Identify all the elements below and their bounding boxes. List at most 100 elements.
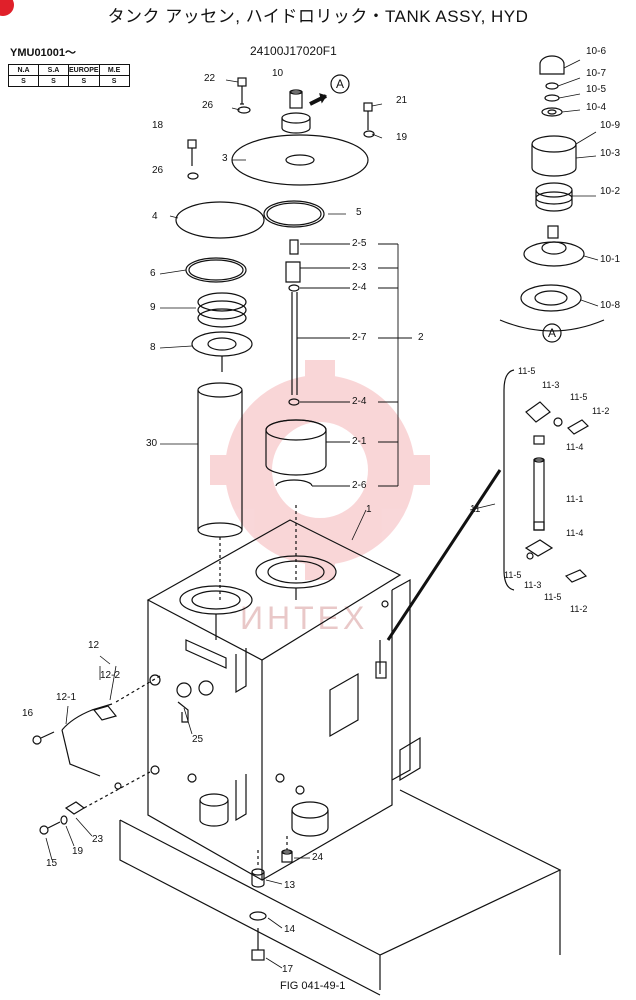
label-18: 18 [152, 120, 164, 131]
label-2-3: 2-3 [352, 262, 367, 273]
page-title: タンク アッセン, ハイドロリック・TANK ASSY, HYD [107, 7, 529, 26]
detail-a-breather [499, 55, 605, 343]
callout-circle-a [330, 74, 350, 94]
washer-19-top [363, 130, 375, 138]
label-11-2-a: 11-2 [592, 406, 610, 416]
label-11-5-a: 11-5 [518, 366, 536, 376]
red-corner-badge [0, 0, 14, 16]
label-2: 2 [418, 332, 424, 343]
sensor-12 [61, 703, 122, 790]
market-value: S [8, 75, 39, 87]
label-23: 23 [92, 834, 104, 845]
label-11-1: 11-1 [566, 494, 584, 504]
label-10: 10 [272, 68, 284, 79]
watermark-text: ИНТЕХ [240, 600, 369, 636]
breather-10 [281, 89, 311, 134]
bolt-15 [39, 821, 61, 835]
gasket-4 [175, 201, 265, 239]
label-30: 30 [146, 438, 158, 449]
tank-body-1 [119, 519, 562, 996]
label-2-4-lower: 2-4 [352, 396, 367, 407]
label-11-3-b: 11-3 [524, 580, 542, 590]
label-leaders [45, 79, 496, 969]
label-2-6: 2-6 [352, 480, 367, 491]
bolt-21 [363, 102, 373, 130]
label-25: 25 [192, 734, 204, 745]
serial-range: YMU01001〜 [10, 47, 77, 59]
label-13: 13 [284, 880, 296, 891]
label-10-7: 10-7 [586, 68, 607, 79]
label-16: 16 [22, 708, 34, 719]
detail-a-letter: A [548, 326, 557, 340]
bolt-16 [32, 731, 55, 745]
spring-9 [197, 292, 247, 328]
label-2-4: 2-4 [352, 282, 367, 293]
label-15: 15 [46, 858, 58, 869]
label-26: 26 [152, 165, 164, 176]
washer-19 [60, 815, 68, 825]
label-11-4-b: 11-4 [566, 528, 584, 538]
label-2-1: 2-1 [352, 436, 367, 447]
clamp-23 [64, 801, 86, 815]
leader-lines-10 [557, 59, 599, 307]
label-24: 24 [312, 852, 324, 863]
watermark-gear [210, 360, 430, 580]
o-ring-6 [185, 257, 247, 283]
label-12-2: 12-2 [100, 670, 121, 681]
o-ring-5 [263, 200, 325, 228]
label-11-2-b: 11-2 [570, 604, 588, 614]
washer-14 [249, 911, 267, 921]
bolt-17 [251, 928, 265, 961]
label-12: 12 [88, 640, 100, 651]
label-19: 19 [72, 846, 84, 857]
label-2-5: 2-5 [352, 238, 367, 249]
bolt-22 [237, 77, 247, 105]
rod-assy-2 [265, 239, 327, 487]
plug-24 [281, 849, 293, 863]
label-11-4-a: 11-4 [566, 442, 584, 452]
detail-11-pointer [386, 469, 502, 641]
market-table: N.A S.A EUROPE M.E S S S S [8, 64, 130, 87]
washer-26 [187, 172, 199, 180]
label-11-5-d: 11-5 [544, 592, 562, 602]
part-number: 24100J17020F1 [250, 44, 337, 58]
valve-8 [191, 331, 253, 372]
label-6: 6 [150, 268, 156, 279]
label-5: 5 [356, 207, 362, 218]
label-1: 1 [366, 504, 372, 515]
plug-25 [176, 680, 214, 723]
label-10-8: 10-8 [600, 300, 621, 311]
label-8: 8 [150, 342, 156, 353]
market-value-row: S S S S [8, 75, 130, 87]
label-10-5: 10-5 [586, 84, 607, 95]
label-11-5-b: 11-5 [570, 392, 588, 402]
label-11: 11 [470, 504, 481, 515]
detail-11-linkage [503, 369, 589, 591]
label-19-top: 19 [396, 132, 408, 143]
cover-plate-3 [231, 134, 369, 186]
label-10-1: 10-1 [600, 254, 621, 265]
label-10-4: 10-4 [586, 102, 607, 113]
label-4: 4 [152, 211, 158, 222]
label-11-3-a: 11-3 [542, 380, 560, 390]
label-3: 3 [222, 153, 228, 164]
label-12-1: 12-1 [56, 692, 77, 703]
label-17: 17 [282, 964, 294, 975]
leader-lines-2 [297, 243, 412, 487]
label-26-top: 26 [202, 100, 214, 111]
callout-letter-a: A [336, 77, 345, 91]
market-value: S [38, 75, 69, 87]
plug-13 [251, 868, 265, 888]
label-9: 9 [150, 302, 156, 313]
label-11-5-c: 11-5 [504, 570, 522, 580]
label-21: 21 [396, 95, 408, 106]
label-22: 22 [204, 73, 216, 84]
label-10-9: 10-9 [600, 120, 621, 131]
label-10-6: 10-6 [586, 46, 607, 57]
bolt-18 [187, 139, 197, 166]
label-10-2: 10-2 [600, 186, 621, 197]
label-2-7: 2-7 [352, 332, 367, 343]
washer-26-top [237, 106, 251, 114]
label-10-3: 10-3 [600, 148, 621, 159]
